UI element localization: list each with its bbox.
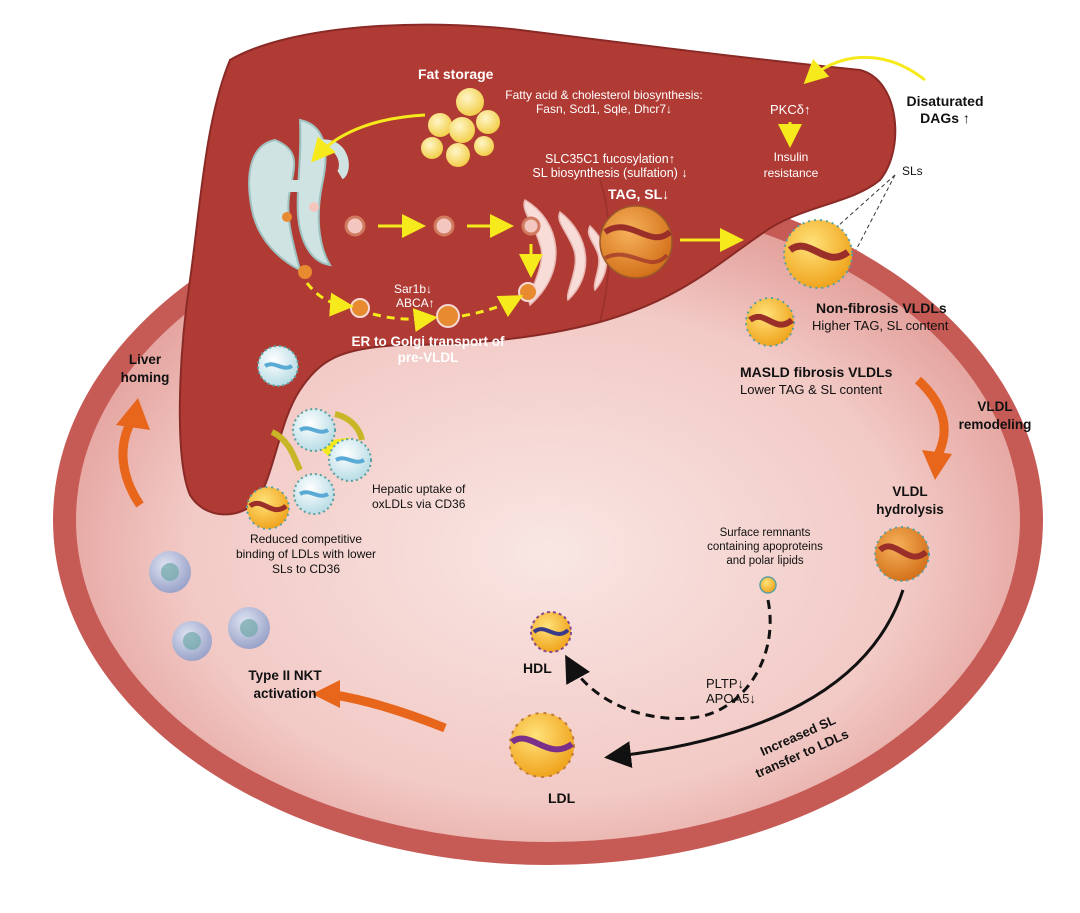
surface-remnant <box>759 576 777 594</box>
label-reduced-3: SLs to CD36 <box>271 562 341 576</box>
label-insulin-1: Insulin <box>773 150 809 164</box>
label-er-golgi-2: pre-VLDL <box>397 350 459 365</box>
label-pkc: PKCδ↑ <box>770 102 811 117</box>
label-insulin-2: resistance <box>763 166 819 180</box>
label-fat-storage: Fat storage <box>418 66 494 82</box>
label-reduced-1: Reduced competitive <box>249 532 363 546</box>
label-pltp: PLTP↓ <box>706 676 745 691</box>
yellow-arrows <box>305 56 926 468</box>
label-sl-biosynthesis: SL biosynthesis (sulfation) ↓ <box>532 166 688 180</box>
golgi-vldl-particle <box>599 205 673 279</box>
label-reduced-2: binding of LDLs with lower <box>235 547 377 561</box>
label-surface-1: Surface remnants <box>719 527 811 539</box>
label-masld-1: MASLD fibrosis VLDLs <box>740 364 893 380</box>
label-er-golgi-1: ER to Golgi transport of <box>351 334 505 349</box>
label-fa-biosynthesis-2: Fasn, Scd1, Sqle, Dhcr7↓ <box>535 102 673 116</box>
label-vldl-remodeling-1: VLDL <box>977 399 1013 414</box>
label-hepatic-2: oxLDLs via CD36 <box>372 497 466 511</box>
orange-arrows <box>116 376 952 733</box>
label-dags-2: DAGs ↑ <box>920 110 970 126</box>
label-slc35c1: SLC35C1 fucosylation↑ <box>545 152 675 166</box>
label-nonfibrosis-1: Non-fibrosis VLDLs <box>816 300 947 316</box>
cd36-receptors <box>270 411 365 472</box>
label-vldl-hydrolysis-2: hydrolysis <box>876 502 944 517</box>
label-masld-2: Lower TAG & SL content <box>740 382 883 397</box>
fat-droplets <box>421 88 500 167</box>
label-nkt-1: Type II NKT <box>248 668 322 683</box>
ldl-small-particle <box>246 486 290 530</box>
pre-vldl-vesicles <box>282 202 541 328</box>
label-surface-3: and polar lipids <box>726 555 804 567</box>
label-fa-biosynthesis-1: Fatty acid & cholesterol biosynthesis: <box>505 88 703 102</box>
vldl-hydrolysis-particle <box>874 526 930 582</box>
label-tag-sl: TAG, SL↓ <box>608 186 670 202</box>
label-liver-homing-2: homing <box>120 370 170 385</box>
oxldl-particles <box>257 345 372 515</box>
sls-pointer-lines <box>837 174 896 251</box>
label-sls: SLs <box>902 164 923 178</box>
vldl-masld-fibrosis <box>745 297 795 347</box>
vldl-non-fibrosis <box>783 219 853 289</box>
label-vldl-remodeling-2: remodeling <box>958 417 1032 432</box>
ldl-particle <box>509 712 575 778</box>
label-surface-2: containing apoproteins <box>707 541 823 553</box>
label-sar1b: Sar1b↓ <box>394 282 433 296</box>
label-vldl-hydrolysis-1: VLDL <box>892 484 928 499</box>
black-arrows <box>565 589 905 769</box>
label-liver-homing-1: Liver <box>128 352 162 367</box>
label-nonfibrosis-2: Higher TAG, SL content <box>812 318 949 333</box>
label-nkt-2: activation <box>253 686 317 701</box>
label-abca: ABCA↑ <box>396 296 435 310</box>
nkt-cells <box>149 551 270 661</box>
label-dags-1: Disaturated <box>906 93 984 109</box>
label-hdl: HDL <box>523 660 552 676</box>
label-hepatic-1: Hepatic uptake of <box>372 482 466 496</box>
label-ldl: LDL <box>548 790 576 806</box>
hdl-particle <box>530 611 572 653</box>
label-apoa5: APOA5↓ <box>706 691 756 706</box>
